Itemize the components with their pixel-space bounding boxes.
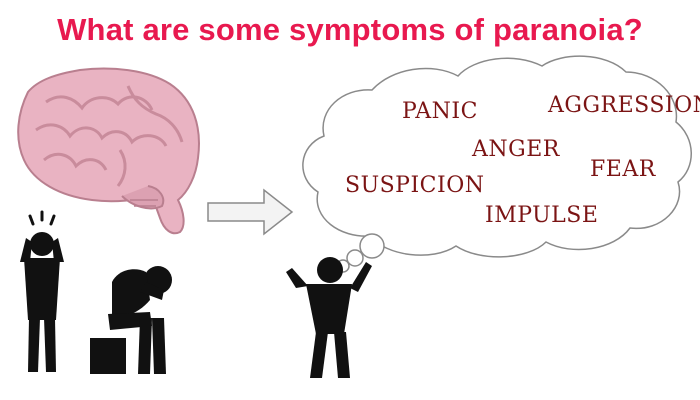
- symptom-fear: FEAR: [590, 157, 657, 182]
- symptom-impulse: IMPULSE: [485, 203, 598, 228]
- thought-cloud: [302, 55, 692, 273]
- symptom-suspicion: SUSPICION: [345, 173, 485, 198]
- stressed-figure-icon: [20, 210, 64, 372]
- brain-icon: [17, 67, 200, 235]
- sitting-figure-icon: [90, 266, 172, 374]
- symptom-aggression: AGGRESSION: [547, 93, 700, 118]
- page-title: What are some symptoms of paranoia?: [57, 12, 643, 47]
- arrow-icon: [207, 188, 294, 236]
- symptom-anger: ANGER: [471, 137, 561, 162]
- thinking-figure-icon: [286, 257, 372, 378]
- symptom-panic: PANIC: [402, 99, 478, 124]
